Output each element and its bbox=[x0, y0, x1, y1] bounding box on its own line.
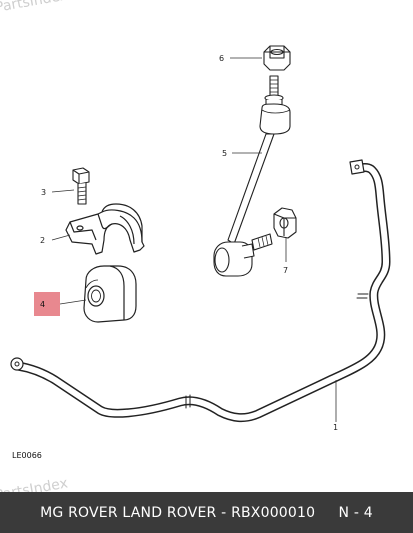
part-nut bbox=[263, 45, 291, 71]
callout-1: 1 bbox=[333, 423, 338, 432]
part-clamp-bracket bbox=[65, 203, 145, 255]
callout-4[interactable]: 4 bbox=[40, 300, 45, 309]
leader-lines bbox=[51, 57, 337, 422]
callout-6: 6 bbox=[219, 54, 224, 63]
callout-2: 2 bbox=[40, 236, 45, 245]
parts-diagram: PartsIndex PartsIndex bbox=[0, 0, 391, 492]
footer-position: N - 4 bbox=[338, 504, 373, 521]
callout-4-highlight[interactable] bbox=[34, 292, 60, 316]
footer-brand: MG ROVER LAND ROVER bbox=[40, 504, 217, 521]
callout-7: 7 bbox=[283, 266, 288, 275]
watermark-bottom: PartsIndex bbox=[0, 475, 69, 492]
part-drop-link bbox=[213, 75, 291, 277]
part-bush bbox=[83, 265, 137, 323]
watermark-top: PartsIndex bbox=[0, 0, 69, 16]
footer-bar: MG ROVER LAND ROVER - RBX000010 N - 4 bbox=[0, 492, 413, 533]
part-lower-nut bbox=[273, 207, 297, 239]
part-anti-roll-bar bbox=[10, 159, 391, 423]
part-bolt bbox=[72, 167, 90, 205]
footer-separator: - bbox=[216, 504, 232, 521]
footer-part-number: RBX000010 bbox=[231, 504, 316, 521]
diagram-reference: LE0066 bbox=[12, 451, 42, 460]
footer-gap bbox=[315, 505, 338, 521]
callout-5: 5 bbox=[222, 149, 227, 158]
callout-3: 3 bbox=[41, 188, 46, 197]
